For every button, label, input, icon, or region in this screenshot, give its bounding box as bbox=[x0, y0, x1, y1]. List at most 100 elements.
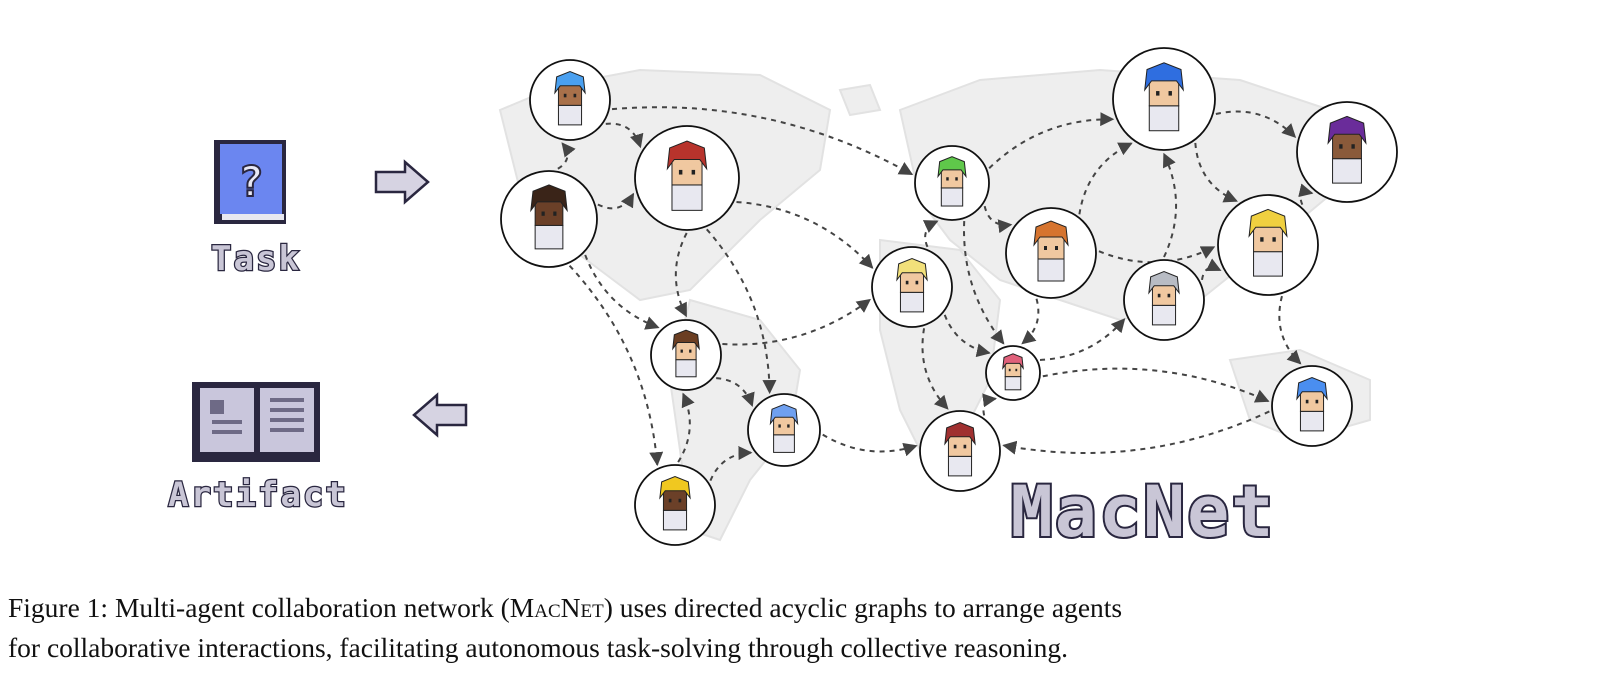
agent-hair bbox=[769, 403, 799, 426]
agent-body bbox=[671, 184, 703, 211]
figure-caption: Figure 1: Multi-agent collaboration netw… bbox=[8, 588, 1598, 668]
agent-node bbox=[1296, 101, 1398, 203]
edge-arrow bbox=[1002, 410, 1270, 455]
agent-hair bbox=[937, 156, 967, 179]
edge-arrow bbox=[1162, 152, 1177, 258]
agent-body bbox=[773, 434, 795, 453]
caption-macnet: MacNet bbox=[509, 592, 604, 623]
agent-node bbox=[914, 145, 990, 221]
agent-hair bbox=[944, 422, 976, 446]
edge-arrow bbox=[1298, 183, 1314, 205]
agent-body bbox=[899, 291, 925, 313]
agent-body bbox=[534, 224, 564, 250]
edge-arrow bbox=[982, 393, 997, 416]
agent-body bbox=[675, 359, 697, 378]
agent-face bbox=[899, 270, 925, 293]
agent-hair bbox=[896, 258, 928, 282]
edge-arrow bbox=[983, 205, 1013, 234]
agent-body bbox=[662, 509, 688, 531]
agent-hair bbox=[1148, 271, 1180, 295]
edge-arrow bbox=[1042, 367, 1270, 403]
agent-face bbox=[1037, 234, 1065, 260]
agent-hair bbox=[530, 184, 568, 213]
agent-face bbox=[675, 340, 697, 361]
agent-node bbox=[1217, 194, 1319, 296]
edge-arrow bbox=[674, 232, 688, 318]
edge-arrow bbox=[921, 328, 949, 410]
agent-face bbox=[947, 434, 973, 457]
task-icon: ? bbox=[214, 140, 286, 224]
agent-face bbox=[1151, 283, 1177, 306]
agent-body bbox=[1253, 251, 1283, 277]
agent-body bbox=[557, 104, 583, 126]
edge-arrow bbox=[568, 264, 664, 467]
agent-face bbox=[671, 156, 703, 186]
edge-arrow bbox=[1021, 298, 1040, 345]
agent-node bbox=[747, 393, 821, 467]
edge-arrow bbox=[584, 254, 660, 330]
edge-arrow bbox=[822, 433, 918, 457]
agent-body bbox=[1332, 158, 1362, 184]
agent-face bbox=[1253, 224, 1283, 253]
agent-hair bbox=[666, 140, 708, 171]
agent-body bbox=[1299, 410, 1325, 432]
svg-text:?: ? bbox=[238, 157, 263, 206]
agent-node bbox=[919, 410, 1001, 492]
edges bbox=[557, 106, 1314, 482]
agent-face bbox=[662, 488, 688, 511]
edge-arrow bbox=[605, 122, 644, 149]
caption-line-1: Figure 1: Multi-agent collaboration netw… bbox=[8, 588, 1598, 628]
agent-node bbox=[1005, 207, 1097, 299]
agent-face bbox=[1299, 389, 1325, 412]
macnet-figure: ? Task Artifact MacNet bbox=[167, 47, 1398, 555]
macnet-title: MacNet bbox=[1011, 471, 1276, 553]
agent-body bbox=[1148, 105, 1180, 132]
arrow-right-icon bbox=[374, 159, 430, 205]
agent-node bbox=[1112, 47, 1216, 151]
agent-face bbox=[1332, 131, 1362, 160]
caption-prefix: Figure 1: Multi-agent collaboration netw… bbox=[8, 592, 510, 623]
agent-hair bbox=[672, 329, 700, 351]
agent-body bbox=[947, 455, 973, 477]
agent-hair bbox=[659, 476, 691, 500]
agent-face bbox=[940, 167, 964, 189]
edge-arrow bbox=[716, 377, 755, 408]
edge-arrow bbox=[988, 112, 1115, 169]
edge-arrow bbox=[1215, 110, 1297, 138]
edge-arrow bbox=[597, 192, 635, 210]
agent-face bbox=[1148, 78, 1180, 107]
artifact-book-icon bbox=[192, 382, 320, 462]
agent-node bbox=[634, 125, 740, 231]
agent-node bbox=[1123, 259, 1205, 341]
agent-body bbox=[1037, 258, 1065, 282]
edge-arrow bbox=[943, 314, 991, 358]
agent-hair bbox=[1002, 353, 1024, 370]
agent-node bbox=[650, 319, 722, 391]
agent-hair bbox=[1296, 377, 1328, 401]
agent-hair bbox=[1033, 220, 1069, 247]
agent-node bbox=[1271, 365, 1353, 447]
agent-body bbox=[1004, 376, 1022, 391]
artifact-label: Artifact bbox=[168, 475, 348, 515]
agent-face bbox=[773, 415, 795, 436]
edge-arrow bbox=[557, 142, 576, 170]
agent-nodes bbox=[500, 47, 1398, 546]
agent-hair bbox=[1327, 115, 1367, 145]
edge-arrow bbox=[1098, 246, 1216, 264]
edge-arrow bbox=[1078, 142, 1133, 215]
agent-body bbox=[1151, 304, 1177, 326]
edge-arrow bbox=[706, 228, 777, 395]
edge-arrow bbox=[611, 106, 914, 176]
agent-node bbox=[871, 246, 953, 328]
task-label: Task bbox=[211, 239, 301, 279]
caption-suffix: ) uses directed acyclic graphs to arrang… bbox=[603, 592, 1123, 623]
agent-hair bbox=[1144, 62, 1184, 92]
edge-arrow bbox=[922, 220, 939, 248]
edge-arrow bbox=[677, 392, 695, 463]
agent-face bbox=[1004, 361, 1022, 378]
agent-face bbox=[534, 199, 564, 226]
edge-arrow bbox=[1201, 258, 1222, 281]
agent-face bbox=[557, 83, 583, 106]
agent-node bbox=[500, 170, 598, 268]
agent-hair bbox=[1248, 208, 1288, 238]
